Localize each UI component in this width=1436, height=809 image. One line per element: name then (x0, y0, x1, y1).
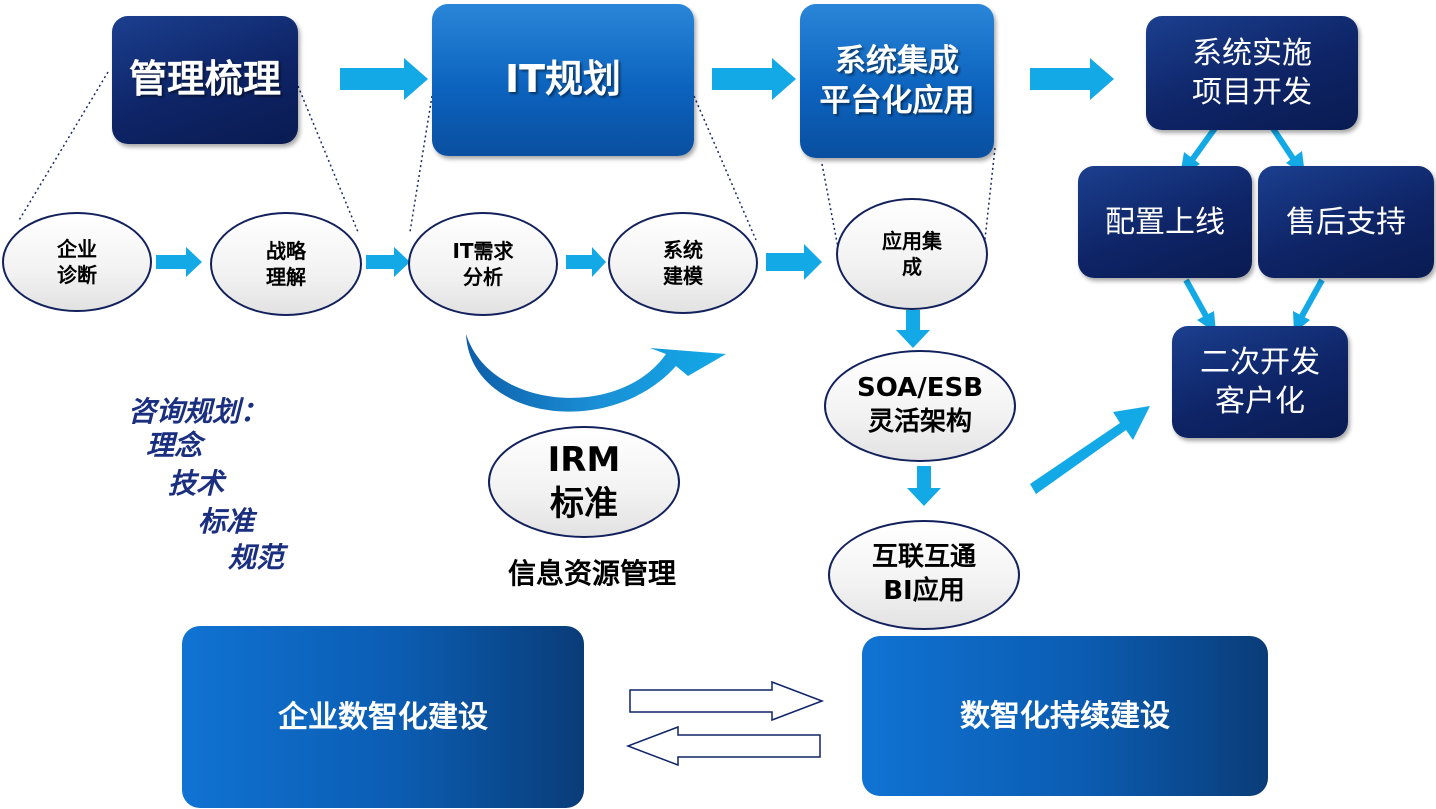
vertical-flow-arrows (896, 310, 941, 506)
arrow-integration-to-implementation (1030, 58, 1114, 100)
arrow-mgmt-to-it (340, 58, 428, 100)
app-integration-oval: 应用集 成 (836, 198, 988, 310)
arrow-down-to-soa (896, 310, 930, 348)
mgmt-review-box: 管理梳理 (112, 16, 298, 144)
arrow-it-to-integration (712, 58, 796, 100)
arrow-needs-to-modeling (566, 247, 606, 277)
system-modeling-oval: 系统 建模 (608, 212, 758, 314)
arrow-modeling-to-integration (766, 244, 822, 280)
dotted-guide-lines (17, 71, 996, 259)
outline-arrow-right (629, 680, 825, 722)
custom-development-box: 二次开发 客户化 (1172, 326, 1348, 438)
consulting-note-standard: 标准 (198, 505, 255, 538)
curved-irm-arrow (466, 334, 726, 412)
enterprise-diagnosis-oval: 企业 诊断 (2, 212, 152, 312)
system-integration-box: 系统集成 平台化应用 (800, 4, 994, 158)
arrow-strategy-to-needs (366, 247, 410, 277)
after-sales-support-box: 售后支持 (1258, 166, 1434, 278)
consulting-note-concept: 理念 (146, 429, 203, 462)
digital-construction-box: 企业数智化建设 (182, 626, 584, 808)
consulting-note-specification: 规范 (228, 541, 285, 574)
top-flow-arrows (340, 58, 1114, 100)
irm-standard-oval: IRM 标准 (488, 426, 680, 538)
irm-caption: 信息资源管理 (508, 557, 677, 590)
continuous-construction-box: 数智化持续建设 (862, 636, 1268, 796)
arrow-down-to-bi (907, 466, 941, 506)
arrow-diagnose-to-strategy (156, 247, 202, 277)
soa-esb-oval: SOA/ESB 灵活架构 (824, 350, 1016, 462)
it-planning-box: IT规划 (432, 4, 694, 156)
it-needs-analysis-oval: IT需求 分析 (408, 212, 558, 316)
middle-flow-arrows (156, 244, 822, 280)
arrow-diagonal-to-custom (1030, 406, 1150, 494)
outline-arrow-left (625, 725, 821, 767)
consulting-notes-title: 咨询规划： (128, 395, 269, 428)
interconnect-bi-oval: 互联互通 BI应用 (828, 520, 1020, 630)
consulting-note-technology: 技术 (168, 467, 225, 500)
strategy-understanding-oval: 战略 理解 (210, 212, 362, 316)
config-launch-box: 配置上线 (1078, 166, 1252, 278)
system-implementation-box: 系统实施 项目开发 (1146, 16, 1358, 130)
